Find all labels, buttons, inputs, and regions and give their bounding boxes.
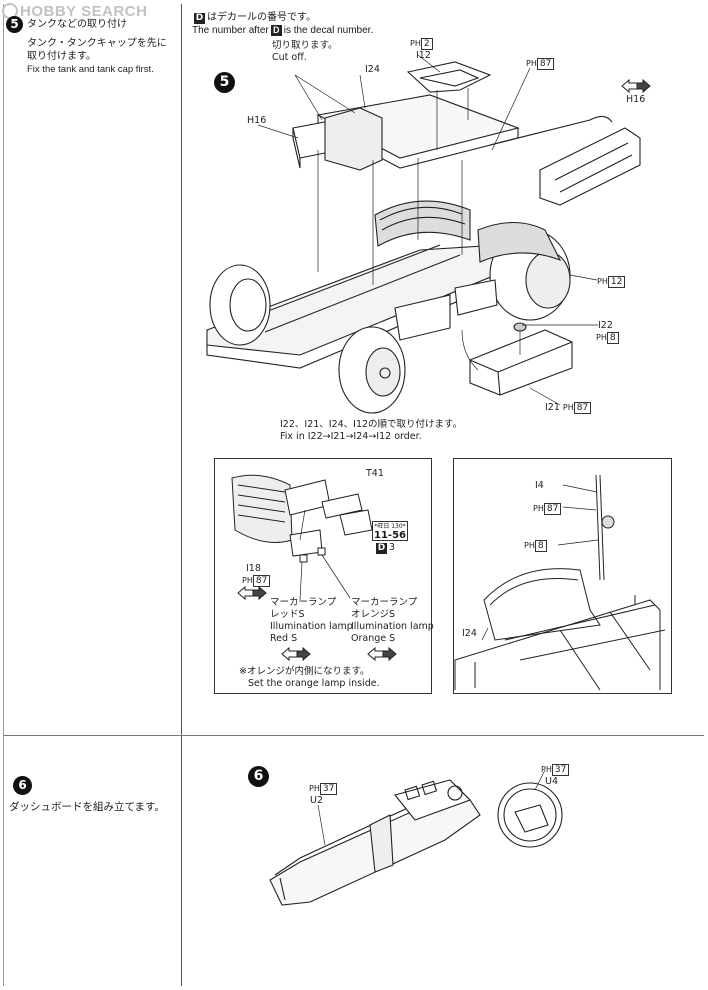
part-i21-text: I21	[545, 402, 560, 413]
part-label-t41: T41	[366, 468, 384, 479]
ph-prefix: PH	[309, 784, 320, 793]
decal-number: 3	[389, 542, 396, 553]
double-arrow-icon	[237, 585, 267, 601]
plate-number: 11-56	[374, 530, 406, 541]
cutoff-label-en: Cut off.	[272, 52, 307, 63]
part-label-u2: U2	[310, 795, 323, 806]
orange-inside-note-jp: ※オレンジが内側になります。	[239, 666, 370, 677]
red-lamp-jp1: マーカーランプ	[270, 597, 337, 608]
part-label-i22: I22	[598, 320, 613, 331]
ph-number: 12	[607, 276, 626, 288]
ph-number: 87	[573, 402, 592, 414]
step-5-note-jp: タンク・タンクキャップを先に 取り付けます。	[27, 38, 167, 62]
ph-prefix: PH	[596, 333, 607, 342]
ph-number: 37	[551, 764, 570, 776]
ph-prefix: PH	[562, 403, 574, 412]
decal-note-en-prefix: The number after	[192, 25, 269, 36]
step-5-note-en: Fix the tank and tank cap first.	[27, 64, 154, 75]
ph-prefix: PH	[541, 765, 552, 774]
step-6-title-jp: ダッシュボードを組み立てます。	[9, 801, 165, 813]
decal-d-box-en: D	[270, 25, 282, 36]
red-lamp-en1: Illumination lamp	[270, 621, 353, 632]
page-border-left	[3, 4, 4, 986]
double-arrow-icon	[367, 646, 397, 662]
red-lamp-en2: Red S	[270, 633, 298, 644]
ph-number: 2	[420, 38, 433, 50]
ph-prefix: PH	[597, 277, 608, 286]
orange-lamp-jp1: マーカーランプ	[351, 597, 418, 608]
red-lamp-caption: マーカーランプ レッドS Illumination lamp Red S	[270, 597, 353, 645]
part-label-i4: I4	[535, 480, 544, 491]
decal-note-en-suffix: is the decal number.	[283, 25, 374, 36]
ph-prefix: PH	[242, 576, 253, 585]
double-arrow-icon	[281, 646, 311, 662]
plate-small-text: *旺日 130*	[374, 523, 406, 530]
step-6-badge: 6	[13, 776, 32, 795]
ph-number: 8	[534, 540, 547, 552]
part-label-h16-left: H16	[247, 115, 267, 126]
part-label-u4: U4	[545, 776, 558, 787]
part-label-h16-right: H16	[626, 94, 646, 105]
ph-prefix: PH	[533, 504, 544, 513]
decal-note-jp-text: はデカールの番号です。	[207, 12, 316, 23]
inset-mirror-stay	[453, 458, 672, 694]
decal-d-box: D	[376, 543, 387, 554]
diagram-6-badge: 6	[248, 766, 269, 787]
double-arrow-icon	[621, 78, 651, 94]
ph-number: 8	[606, 332, 619, 344]
part-label-i18: I18	[246, 563, 261, 574]
ph-number: 87	[536, 58, 555, 70]
ph-number: 87	[252, 575, 271, 587]
order-note-en: Fix in I22→I21→I24→I12 order.	[280, 431, 422, 442]
red-lamp-jp2: レッドS	[270, 609, 305, 620]
decal-d-box: D	[194, 13, 205, 24]
cutoff-label-jp: 切り取ります。	[272, 40, 338, 51]
orange-inside-note-en: Set the orange lamp inside.	[248, 678, 380, 689]
inset-marker-lamps	[214, 458, 432, 694]
orange-lamp-jp2: オレンジS	[351, 609, 396, 620]
section-divider	[4, 735, 704, 736]
watermark-text: HOBBY SEARCH	[20, 2, 148, 20]
column-divider	[181, 4, 182, 986]
order-note-jp: I22、I21、I24、I12の順で取り付けます。	[280, 419, 463, 430]
part-label-i24: I24	[365, 64, 380, 75]
orange-lamp-en1: Illumination lamp	[351, 621, 434, 632]
step-5-badge: 5	[6, 16, 23, 33]
ph-prefix: PH	[410, 39, 421, 48]
step-5-title-jp: タンクなどの取り付け	[27, 19, 127, 30]
ph-prefix: PH	[524, 541, 535, 550]
license-plate-decal: *旺日 130* 11-56	[372, 521, 408, 541]
orange-lamp-caption: マーカーランプ オレンジS Illumination lamp Orange S	[351, 597, 434, 645]
orange-lamp-en2: Orange S	[351, 633, 396, 644]
diagram-5-badge: 5	[214, 72, 235, 93]
ph-number: 87	[543, 503, 562, 515]
ph-number: 37	[319, 783, 338, 795]
ph-prefix: PH	[526, 59, 537, 68]
part-label-i24-right: I24	[462, 628, 477, 639]
part-label-i12: I12	[416, 50, 431, 61]
